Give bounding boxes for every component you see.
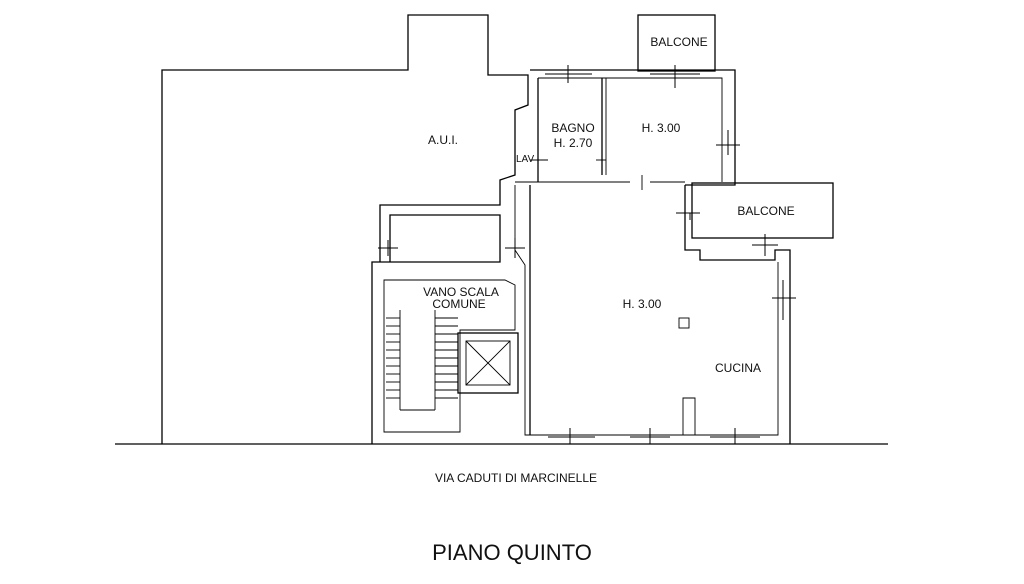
label-aui: A.U.I.: [428, 133, 458, 147]
stair-treads: [386, 317, 458, 399]
street-label: VIA CADUTI DI MARCINELLE: [435, 471, 597, 485]
kitchen-fixture: [678, 317, 690, 329]
label-vano-scala: VANO SCALA: [423, 285, 499, 299]
label-comune: COMUNE: [432, 297, 485, 311]
label-cucina: CUCINA: [715, 361, 761, 375]
stairwell-outline: [371, 214, 501, 444]
label-balcone-right: BALCONE: [737, 204, 794, 218]
label-balcone-top: BALCONE: [650, 35, 707, 49]
elevator-shaft: [457, 332, 519, 394]
aui-outline: [161, 14, 529, 444]
upper-block-outline: [530, 69, 736, 186]
living-inner: [514, 185, 779, 436]
living-outline: [684, 185, 791, 444]
elevator-cabin: [465, 340, 511, 386]
balcony-right-outline: [691, 182, 834, 239]
floor-title: PIANO QUINTO: [432, 540, 592, 565]
label-room-height: H. 3.00: [642, 121, 681, 135]
label-bagno-height: H. 2.70: [554, 136, 593, 150]
upper-block-inner: [538, 77, 723, 182]
label-living-height: H. 3.00: [623, 297, 662, 311]
stairwell-inner: [383, 279, 516, 433]
label-bagno: BAGNO: [551, 121, 594, 135]
label-lav: LAV: [516, 154, 534, 165]
window-marks: [378, 65, 796, 444]
balcony-top-outline: [637, 14, 716, 72]
elevator-cross-2: [465, 340, 511, 386]
